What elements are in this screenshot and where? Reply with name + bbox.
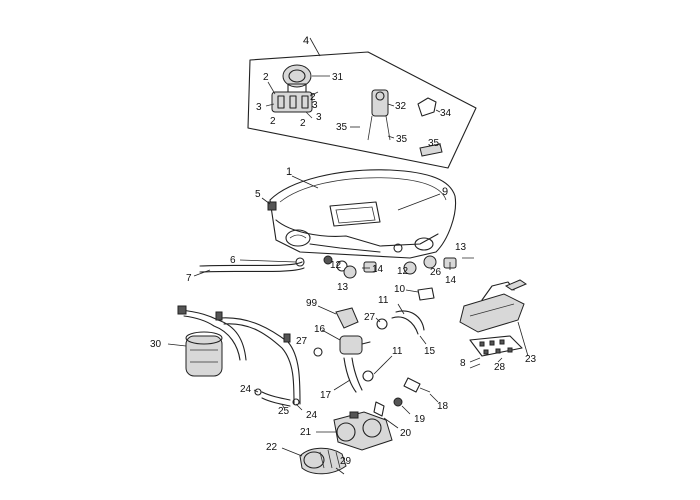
callout-20: 20 [400,428,412,439]
throttle-body-part-21 [316,411,393,451]
callout-8: 8 [460,358,466,369]
clip-part-6 [239,257,305,267]
callout-19: 19 [414,414,426,425]
callout-2: 2 [310,92,316,103]
callout-14: 14 [445,275,457,286]
callout-11: 11 [378,295,389,306]
fuel-pump-part-23 [459,279,529,357]
hose-part-25 [253,388,303,411]
callout-2: 2 [270,116,276,127]
fitting-part-19 [393,397,411,415]
callout-27: 27 [364,312,376,323]
callout-5: 5 [255,189,261,200]
callout-32: 32 [395,101,407,112]
callout-13: 13 [337,282,349,293]
callout-23: 23 [525,354,537,365]
hose-part-15 [391,303,427,345]
callout-labels: 4 2 31 2 3 3 2 2 3 32 34 35 35 35 1 9 5 … [150,35,537,467]
part-35-tag [419,143,443,157]
callout-3: 3 [316,112,322,123]
callout-24: 24 [306,410,318,421]
vent-hoses [177,305,301,405]
callout-25: 25 [278,406,290,417]
callout-30: 30 [150,339,162,350]
callout-6: 6 [230,255,236,266]
callout-2: 2 [300,118,306,129]
callout-35: 35 [428,138,440,149]
clamp-part-10 [405,287,435,301]
callout-12: 12 [397,266,409,277]
callout-3: 3 [312,100,318,111]
callout-22: 22 [266,442,278,453]
callout-10: 10 [394,284,406,295]
clamp-part-27 [375,317,388,330]
callout-28: 28 [494,362,506,373]
callout-16: 16 [314,324,326,335]
callout-35: 35 [396,134,408,145]
bolt-part-5 [261,197,277,211]
part-34 [417,97,441,117]
callout-18: 18 [437,401,449,412]
hose-part-17 [333,355,393,393]
fuel-tank-part-1 [269,169,457,259]
callout-26: 26 [430,267,442,278]
canister-part-30 [167,331,223,377]
callout-14: 14 [372,264,384,275]
callout-11: 11 [392,346,403,357]
callout-24: 24 [240,384,252,395]
intake-duct-part-22 [281,447,347,475]
callout-34: 34 [440,108,452,119]
callout-2: 2 [263,72,269,83]
switch-part-32 [367,89,395,141]
callout-15: 15 [424,346,436,357]
callout-9: 9 [442,186,448,198]
callout-17: 17 [320,390,332,401]
clamp-part-27b [313,347,323,357]
callout-7: 7 [186,273,192,284]
filter-part-99 [317,305,359,329]
callout-12: 12 [330,260,342,271]
callout-13: 13 [455,242,467,253]
callout-3: 3 [256,102,262,113]
lock-cylinder-part-31 [282,64,330,95]
callout-1: 1 [286,166,292,178]
grommet-parts-12-13-14 [323,255,474,279]
part-8 [469,357,481,369]
callout-35: 35 [336,122,348,133]
lock-bracket [265,81,319,119]
sensor-part-18 [403,377,439,403]
callout-4: 4 [303,35,309,47]
fuel-filter-part-16 [321,329,371,355]
callout-99: 99 [306,298,318,309]
hose-part-7 [193,261,305,277]
gasket-part-28 [469,335,523,363]
inset-assembly-4 [247,37,477,169]
callout-31: 31 [332,72,344,83]
callout-29: 29 [340,456,352,467]
callout-21: 21 [300,427,312,438]
callout-27: 27 [296,336,308,347]
